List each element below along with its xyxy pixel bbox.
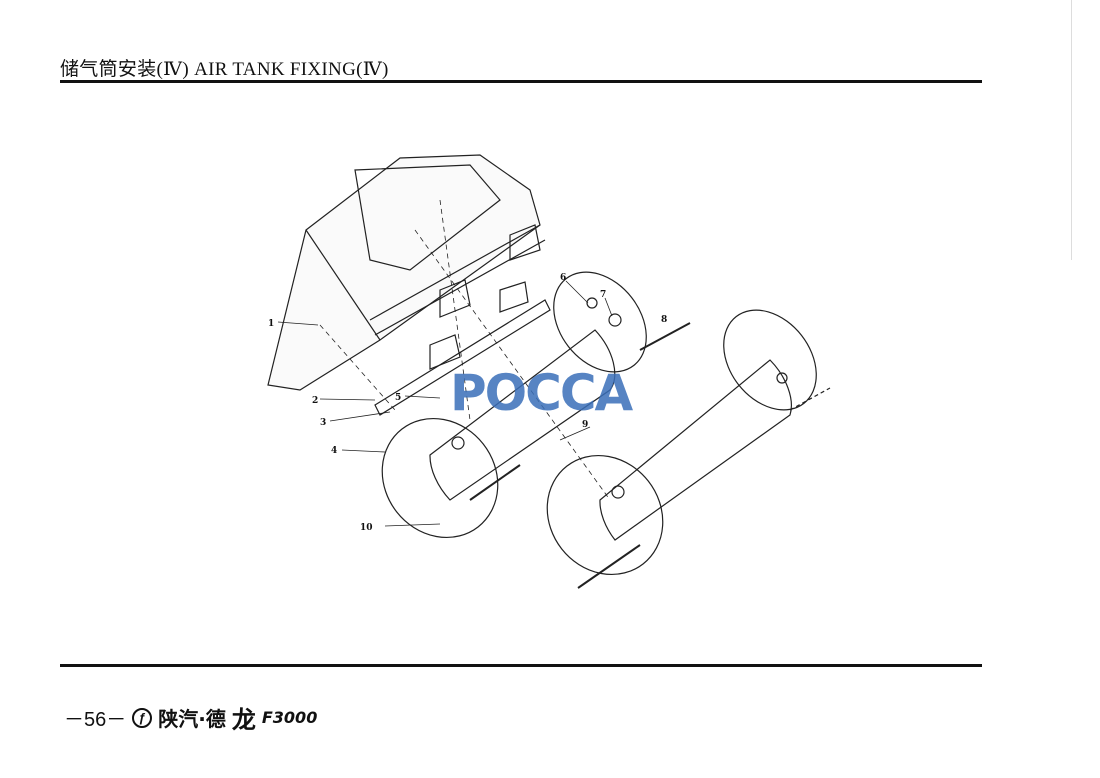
shaanxi-auto-logo-icon: ƒ bbox=[132, 707, 153, 728]
page-title: 储气筒安装(Ⅳ) AIR TANK FIXING(Ⅳ) bbox=[60, 59, 389, 80]
air-tank-2 bbox=[546, 309, 817, 576]
callout-5: 5 bbox=[395, 393, 401, 403]
watermark: POCCA bbox=[450, 364, 634, 422]
page-number: －56－ bbox=[64, 709, 127, 731]
chassis-frame bbox=[267, 154, 551, 416]
callout-8: 8 bbox=[661, 315, 667, 325]
model-name: F3000 bbox=[261, 708, 318, 727]
callout-2: 2 bbox=[312, 396, 318, 406]
callout-7: 7 bbox=[600, 290, 606, 300]
brand-name: 陕汽·德 bbox=[158, 707, 226, 731]
header-divider bbox=[60, 80, 982, 83]
footer: －56－ ƒ 陕汽·德 龙 F3000 bbox=[64, 700, 317, 735]
air-tank-1 bbox=[381, 271, 647, 539]
callout-1: 1 bbox=[268, 319, 274, 329]
footer-divider bbox=[60, 664, 982, 667]
callout-3: 3 bbox=[320, 418, 326, 428]
callout-10: 10 bbox=[360, 523, 373, 533]
brand-script: 龙 bbox=[231, 705, 256, 734]
callout-4: 4 bbox=[331, 446, 337, 456]
page-edge bbox=[1071, 0, 1072, 260]
callout-9: 9 bbox=[582, 420, 588, 430]
callout-6: 6 bbox=[560, 273, 566, 283]
